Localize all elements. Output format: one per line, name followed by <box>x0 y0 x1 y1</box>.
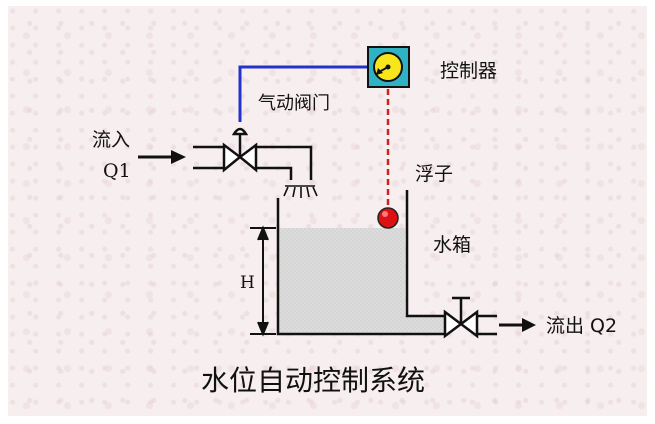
float-ball-icon <box>377 207 399 229</box>
diagram-caption: 水位自动控制系统 <box>201 364 425 397</box>
outflow-arrow-icon <box>499 318 536 332</box>
tank-water <box>279 228 405 334</box>
outflow-label: 流出 Q2 <box>546 315 617 337</box>
controller-dial-icon <box>367 46 410 88</box>
diagram-background <box>8 6 647 416</box>
inlet-pipe <box>193 145 313 180</box>
inlet-spray <box>283 185 318 198</box>
outlet-valve-icon <box>443 296 497 339</box>
inflow-label: 流入 <box>92 129 130 151</box>
float-label: 浮子 <box>415 163 453 185</box>
valve-label: 气动阀门 <box>258 93 330 114</box>
controller-label: 控制器 <box>440 60 497 82</box>
inlet-valve-icon <box>222 127 258 173</box>
tank-label: 水箱 <box>433 234 471 256</box>
control-signal-line <box>238 65 369 122</box>
inflow-arrow-icon <box>138 150 186 164</box>
height-marker <box>250 225 276 337</box>
inflow-q1-label: Q1 <box>103 160 131 182</box>
height-label: H <box>240 273 255 293</box>
tank <box>276 190 444 336</box>
outlet-water <box>405 316 445 334</box>
